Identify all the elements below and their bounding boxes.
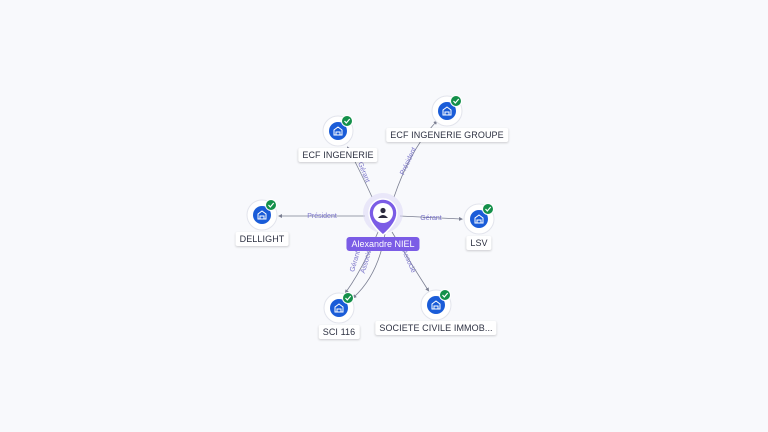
relation-label: Gérant bbox=[420, 215, 441, 222]
company-node-ecf-ingenerie-groupe[interactable] bbox=[431, 95, 463, 127]
company-label-dellight[interactable]: DELLIGHT bbox=[235, 232, 289, 246]
company-node-lsv[interactable] bbox=[463, 203, 495, 235]
relation-edge bbox=[399, 215, 463, 221]
company-label-societe-civile[interactable]: SOCIETE CIVILE IMMOB... bbox=[375, 321, 497, 335]
company-label-lsv[interactable]: LSV bbox=[466, 236, 492, 250]
check-badge-icon bbox=[265, 199, 277, 211]
company-node-ecf-ingenerie[interactable] bbox=[322, 115, 354, 147]
person-node[interactable] bbox=[363, 193, 403, 236]
company-label-ecf-ingenerie-groupe[interactable]: ECF INGENERIE GROUPE bbox=[386, 128, 508, 142]
relation-label: Gérant bbox=[356, 161, 371, 184]
relation-label: Président bbox=[399, 146, 418, 176]
person-icon bbox=[378, 207, 388, 218]
check-badge-icon bbox=[450, 95, 462, 107]
relation-label: Associé bbox=[400, 249, 416, 274]
company-node-societe-civile[interactable] bbox=[420, 289, 452, 321]
company-node-dellight[interactable] bbox=[246, 199, 278, 231]
check-badge-icon bbox=[482, 203, 494, 215]
check-badge-icon bbox=[341, 115, 353, 127]
relation-edge bbox=[393, 120, 438, 198]
relation-label: Associé bbox=[360, 249, 374, 275]
company-label-sci-116[interactable]: SCI 116 bbox=[318, 325, 360, 339]
check-badge-icon bbox=[439, 289, 451, 301]
company-label-ecf-ingenerie[interactable]: ECF INGENERIE bbox=[298, 148, 378, 162]
company-node-sci-116[interactable] bbox=[323, 292, 355, 324]
person-name-label[interactable]: Alexandre NIEL bbox=[346, 237, 420, 251]
check-badge-icon bbox=[342, 292, 354, 304]
relation-label: Président bbox=[307, 213, 337, 220]
